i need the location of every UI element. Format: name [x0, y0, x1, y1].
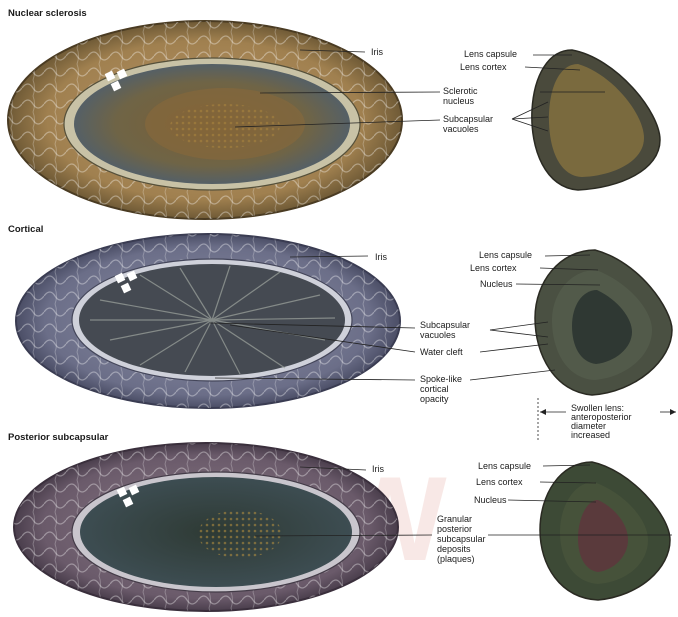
- label-spoke-like: Spoke-like: [420, 374, 462, 384]
- section-title-posterior-subcapsular: Posterior subcapsular: [8, 432, 109, 443]
- label-nucleus-3: Nucleus: [474, 495, 507, 505]
- arrow-right-icon: [670, 409, 676, 415]
- label-subcapsular-1: Subcapsular: [443, 114, 493, 124]
- label-iris-3: Iris: [372, 464, 384, 474]
- section-title-cortical: Cortical: [8, 224, 43, 235]
- eye-nuclear-sclerosis: [8, 21, 402, 219]
- label-nucleus-1: nucleus: [443, 96, 475, 106]
- label-water-cleft: Water cleft: [420, 347, 463, 357]
- label-iris-2: Iris: [375, 252, 387, 262]
- label-lens-capsule-3: Lens capsule: [478, 461, 531, 471]
- label-vacuoles-2: vacuoles: [420, 330, 456, 340]
- label-increased: increased: [571, 430, 610, 440]
- label-granular: Granular: [437, 514, 472, 524]
- label-subcapsular-3: subcapsular: [437, 534, 486, 544]
- label-lens-cortex-3: Lens cortex: [476, 477, 523, 487]
- label-nucleus-2: Nucleus: [480, 279, 513, 289]
- label-lens-capsule-1: Lens capsule: [464, 49, 517, 59]
- label-opacity: opacity: [420, 394, 449, 404]
- label-subcapsular-2: Subcapsular: [420, 320, 470, 330]
- label-sclerotic-1: Sclerotic: [443, 86, 478, 96]
- label-iris-1: Iris: [371, 47, 383, 57]
- label-lens-cortex-2: Lens cortex: [470, 263, 517, 273]
- eye-posterior-subcapsular: [14, 443, 398, 611]
- label-vacuoles-1: vacuoles: [443, 124, 479, 134]
- arrow-left-icon: [540, 409, 546, 415]
- lens-nuclear-sclerosis: [532, 50, 660, 190]
- section-title-nuclear-sclerosis: Nuclear sclerosis: [8, 8, 87, 19]
- label-lens-capsule-2: Lens capsule: [479, 250, 532, 260]
- label-lens-cortex-1: Lens cortex: [460, 62, 507, 72]
- label-cortical: cortical: [420, 384, 449, 394]
- label-plaques: (plaques): [437, 554, 475, 564]
- label-posterior: posterior: [437, 524, 472, 534]
- eye-cortical: [16, 234, 400, 408]
- lens-cortical: [535, 250, 672, 395]
- label-deposits: deposits: [437, 544, 471, 554]
